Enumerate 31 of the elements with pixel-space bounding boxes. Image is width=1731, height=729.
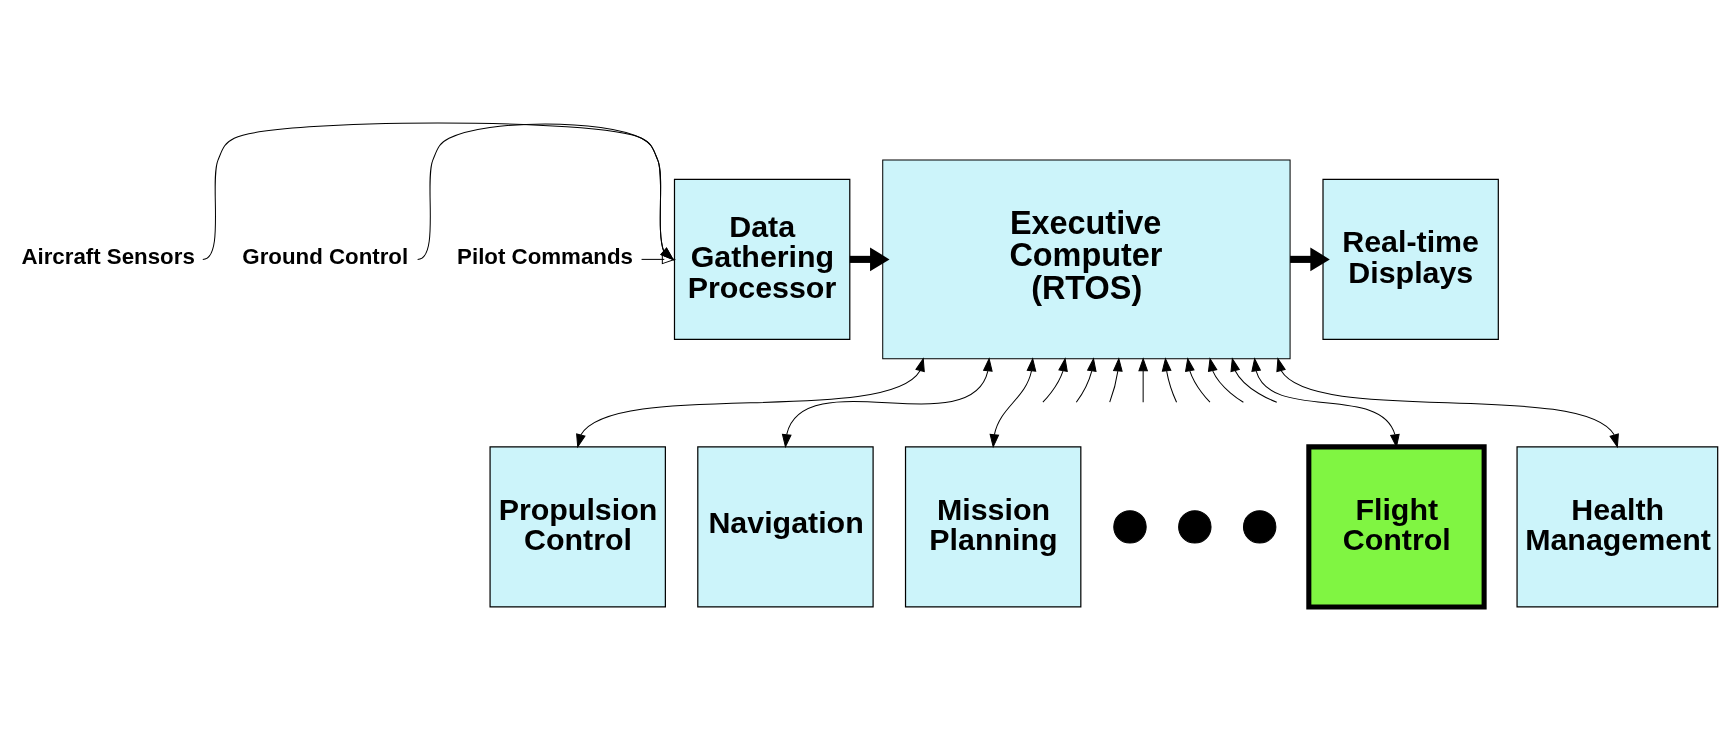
node-box: Flight Control [1306, 443, 1487, 609]
node-box: Health Management [1516, 445, 1719, 608]
arrow [1184, 356, 1211, 403]
node-box: Navigation [697, 445, 874, 608]
node-box: Data Gathering Processor [673, 178, 851, 340]
arrow [1042, 356, 1068, 403]
arrow [781, 356, 993, 448]
arrow [641, 253, 676, 264]
node-text: Pilot Commands [457, 243, 633, 269]
arrow [1230, 356, 1278, 403]
arrow [202, 122, 675, 260]
node-circle [1113, 509, 1147, 544]
arrow [1109, 356, 1123, 403]
arrow [1207, 356, 1244, 403]
arrow [1290, 246, 1330, 271]
arrow [417, 122, 675, 260]
arrow [849, 246, 890, 271]
arrow [989, 356, 1037, 448]
arrow [1276, 356, 1619, 448]
node-text: Ground Control [242, 243, 409, 269]
node-box: Propulsion Control [489, 445, 666, 608]
node-circle [1178, 509, 1212, 544]
node-circle [1242, 509, 1277, 544]
node-text: Aircraft Sensors [21, 243, 195, 269]
node-box: Mission Planning [904, 445, 1082, 608]
arrow [1138, 356, 1149, 403]
node-box: Real-time Displays [1322, 178, 1499, 340]
arrow [576, 356, 925, 448]
arrow [1161, 356, 1178, 403]
arrow [1075, 356, 1097, 403]
arrow [1251, 356, 1400, 448]
